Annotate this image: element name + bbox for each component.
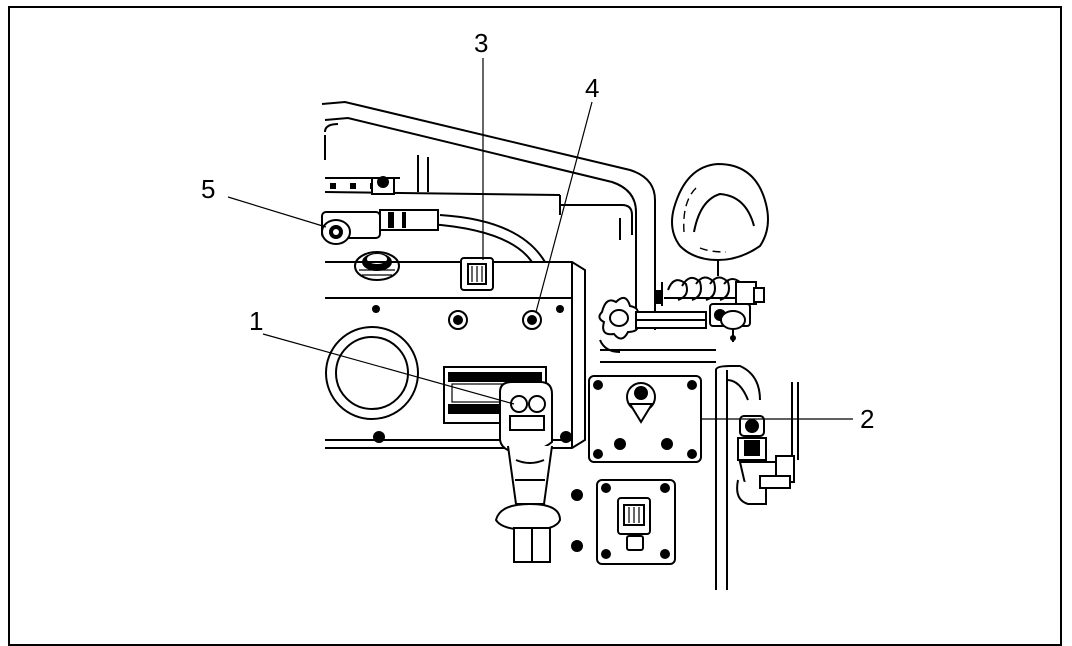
leader-line-1 — [262, 333, 515, 405]
lower-connector-plate — [571, 479, 676, 565]
fitting-valve — [321, 176, 439, 245]
switch-plate — [588, 375, 702, 463]
callout-3: 3 — [474, 28, 488, 58]
leader-line-4 — [535, 101, 593, 313]
plug-handle — [494, 381, 562, 563]
star-knob — [598, 296, 707, 340]
callout-1: 1 — [249, 306, 263, 336]
callout-labels: 1 2 3 4 5 — [201, 28, 874, 434]
side-frame — [599, 339, 761, 590]
coil-spring — [661, 276, 744, 306]
callout-5: 5 — [201, 174, 215, 204]
leader-line-5 — [227, 196, 327, 228]
top-connector — [460, 257, 494, 291]
frame-rails — [321, 100, 656, 330]
filler-cap — [354, 251, 400, 281]
right-fittings — [736, 382, 799, 505]
leader-lines — [227, 58, 853, 420]
callout-2: 2 — [860, 404, 874, 434]
technical-drawing: 1 2 3 4 5 — [201, 28, 874, 590]
callout-4: 4 — [585, 73, 599, 103]
control-box — [325, 261, 586, 449]
pressure-accumulator — [671, 162, 769, 276]
valve-cluster — [656, 281, 765, 342]
